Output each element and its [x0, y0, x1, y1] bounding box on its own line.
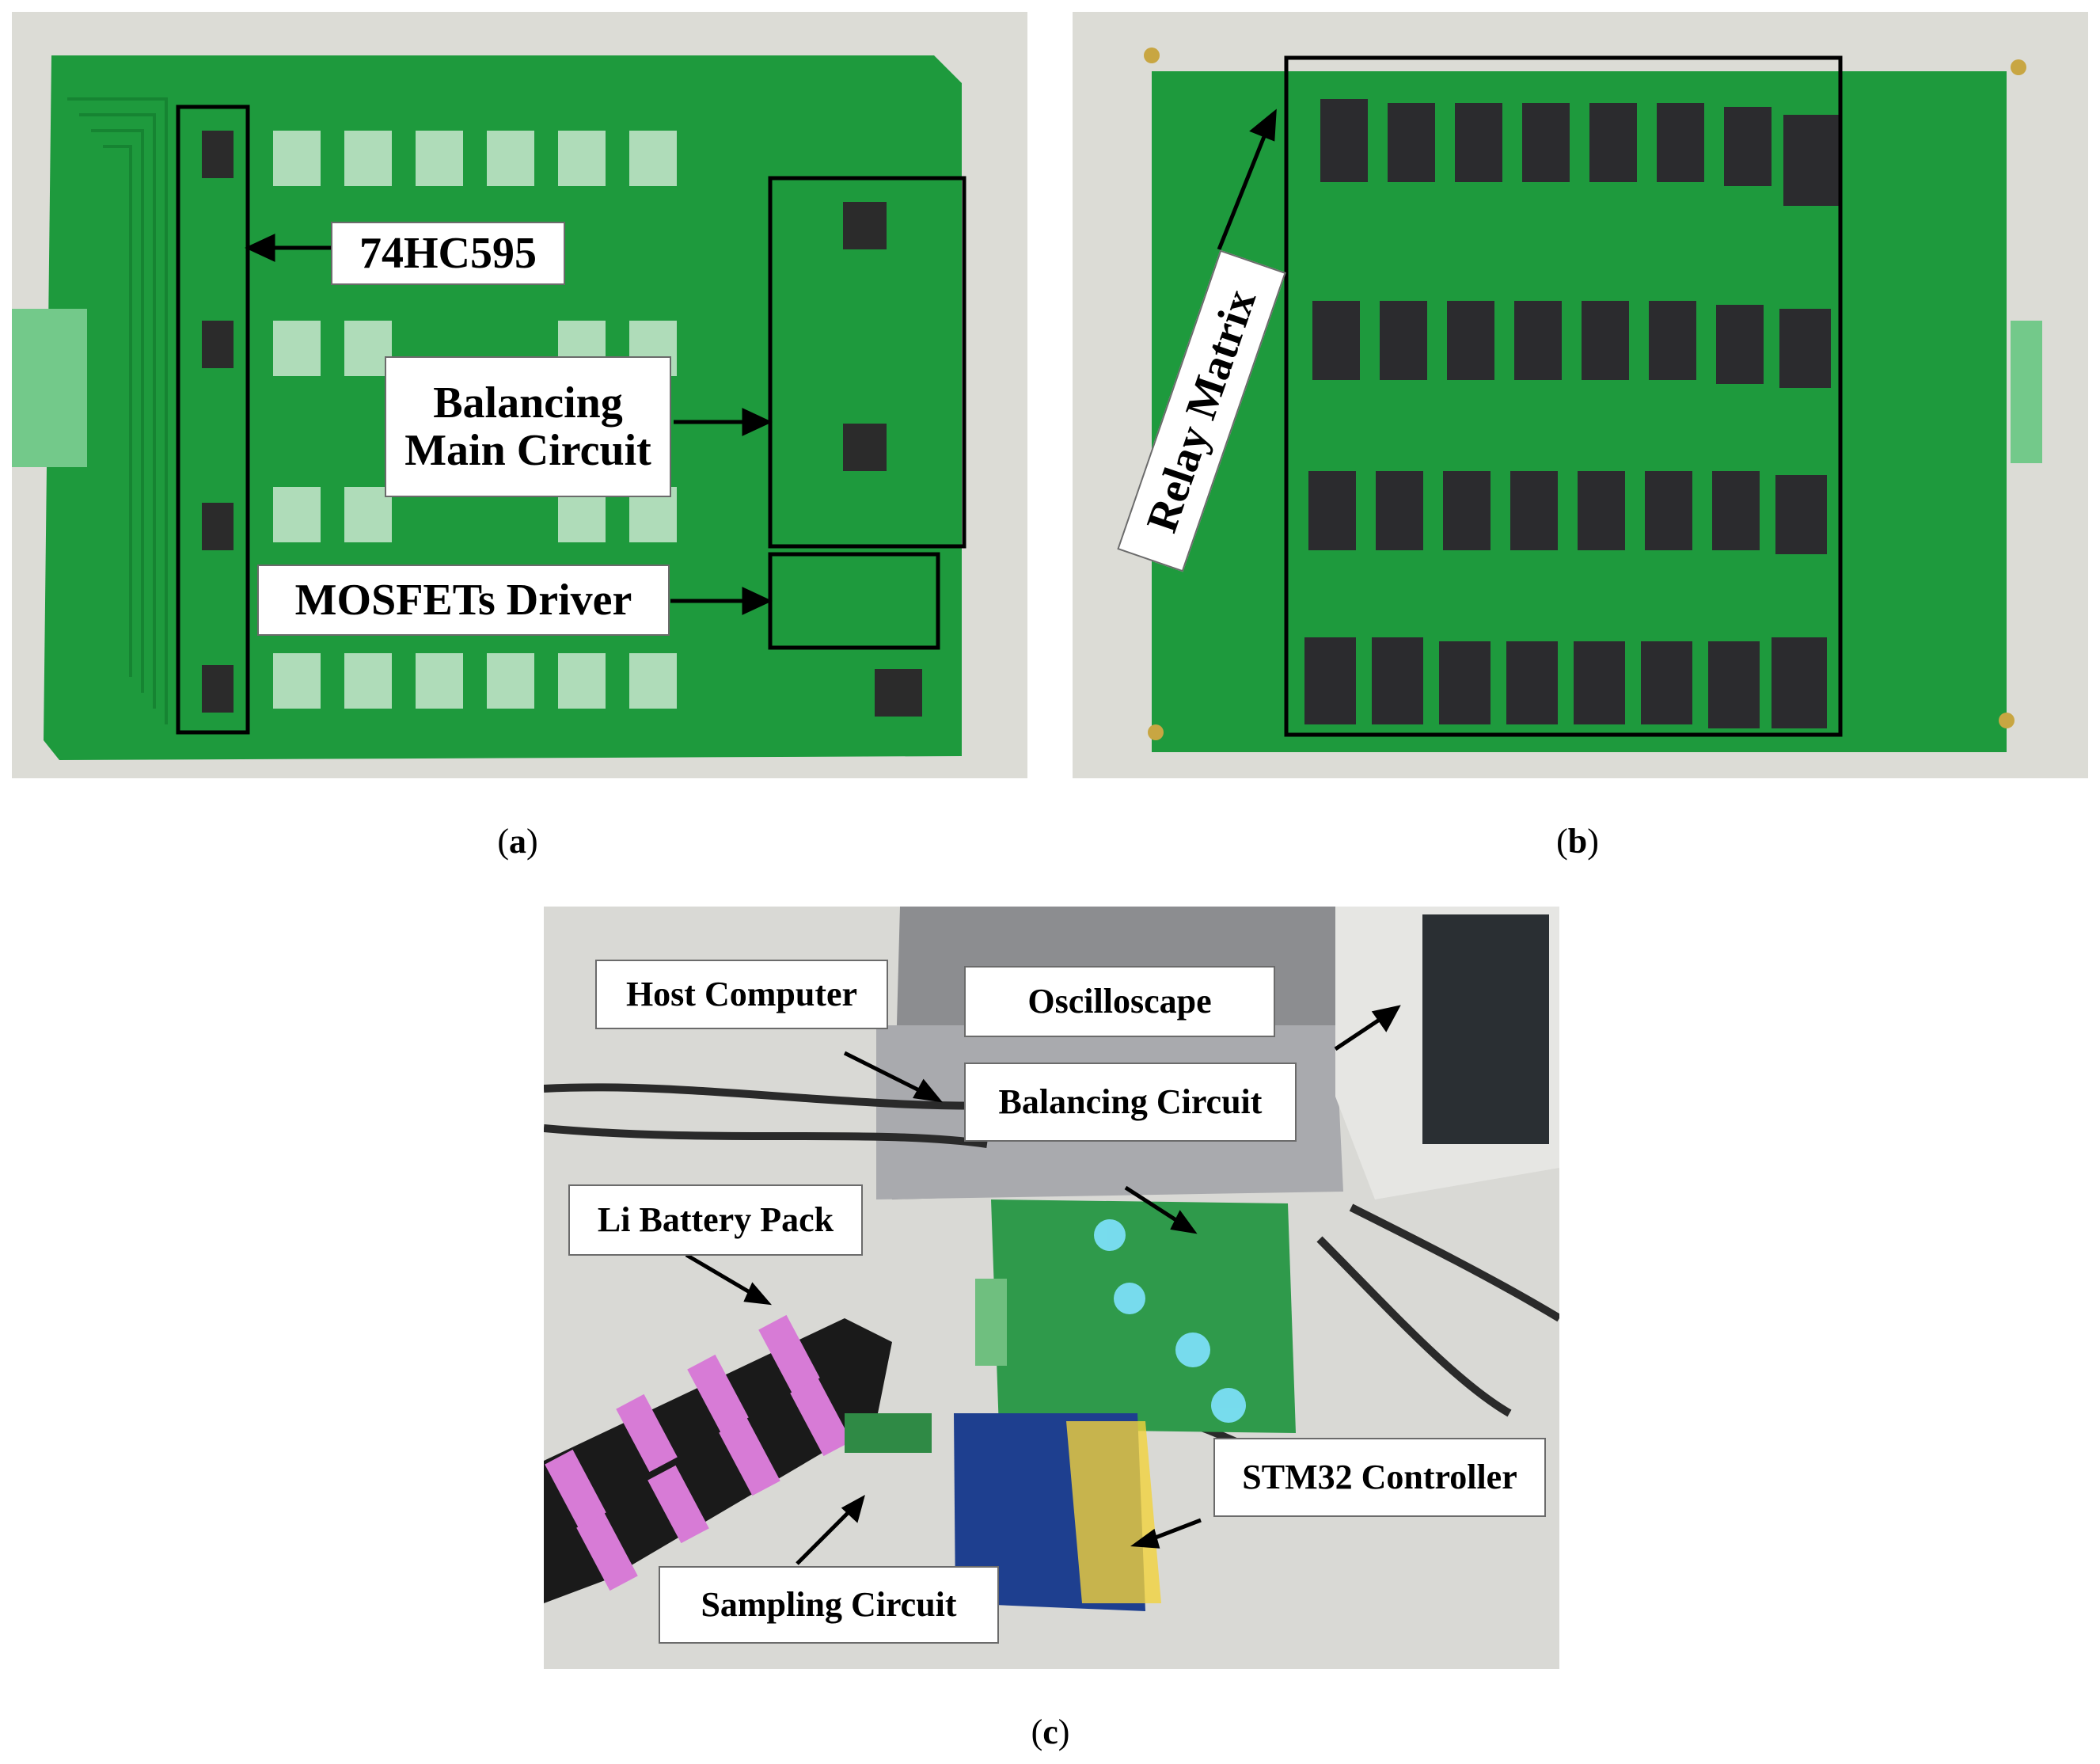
- shift-register-box: [176, 105, 250, 735]
- label-main-circuit-line1: Balancing: [433, 378, 623, 428]
- label-li-battery-pack-text: Li Battery Pack: [597, 1200, 834, 1240]
- label-sampling-circuit: Sampling Circuit: [659, 1566, 999, 1644]
- label-74hc595: 74HC595: [331, 222, 565, 285]
- main-circuit-box: [768, 176, 966, 549]
- label-main-circuit-line2: Main Circuit: [404, 426, 651, 475]
- label-mosfets-driver: MOSFETs Driver: [257, 565, 670, 636]
- label-oscilloscope: Oscilloscape: [964, 966, 1275, 1037]
- label-sampling-circuit-text: Sampling Circuit: [701, 1585, 957, 1625]
- caption-a-letter: a: [509, 822, 526, 861]
- label-oscilloscope-text: Oscilloscape: [1027, 982, 1212, 1021]
- label-host-computer-text: Host Computer: [625, 975, 858, 1014]
- label-li-battery-pack: Li Battery Pack: [568, 1184, 863, 1256]
- label-balancing-main-circuit: Balancing Main Circuit: [385, 356, 671, 497]
- label-balancing-circuit-text: Balancing Circuit: [998, 1082, 1263, 1122]
- caption-b-letter: b: [1567, 822, 1588, 861]
- relay-matrix-box: [1284, 55, 1843, 737]
- label-host-computer: Host Computer: [595, 960, 888, 1029]
- caption-a: (a): [497, 822, 538, 861]
- caption-c-letter: c: [1042, 1713, 1058, 1751]
- caption-b: (b): [1556, 822, 1599, 861]
- label-mosfets-driver-text: MOSFETs Driver: [294, 575, 632, 625]
- label-74hc595-text: 74HC595: [359, 228, 537, 278]
- label-stm32-controller-text: STM32 Controller: [1242, 1458, 1517, 1497]
- caption-c: (c): [1031, 1713, 1070, 1751]
- label-balancing-circuit: Balancing Circuit: [964, 1063, 1297, 1142]
- label-stm32-controller: STM32 Controller: [1213, 1438, 1546, 1517]
